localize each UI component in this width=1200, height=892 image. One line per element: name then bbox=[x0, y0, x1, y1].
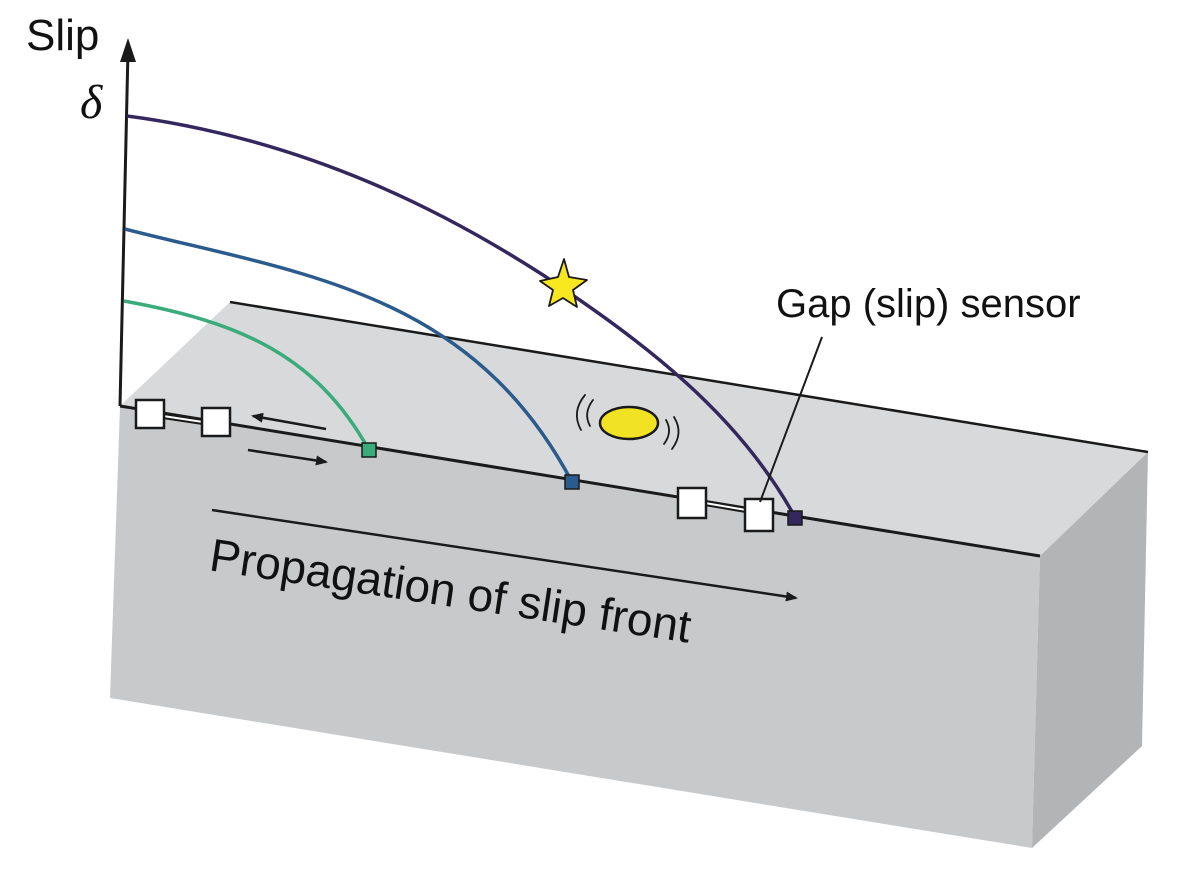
slip-curve-early bbox=[123, 299, 371, 451]
square-sensor-icon bbox=[134, 398, 166, 430]
axis-title: Slip bbox=[26, 11, 99, 60]
slip-axis bbox=[118, 49, 130, 407]
propagation-arrow bbox=[211, 508, 798, 602]
square-sensor-icon bbox=[743, 497, 775, 533]
sensor-callout-line bbox=[759, 336, 823, 503]
sensor-pair-left bbox=[134, 398, 232, 438]
square-sensor-icon bbox=[676, 486, 708, 520]
slip-front-marker-early bbox=[361, 442, 377, 458]
slip-front-marker-late bbox=[787, 510, 803, 526]
star-icon bbox=[539, 258, 588, 308]
block-front-face bbox=[110, 406, 1040, 848]
sensor-pair-right bbox=[676, 486, 775, 533]
shear-arrow-lower bbox=[247, 448, 328, 466]
slip-axis-arrowhead bbox=[120, 38, 136, 62]
slip-curve-mid bbox=[124, 227, 574, 483]
vibration-waves-icon bbox=[575, 394, 680, 450]
axis-symbol: δ bbox=[80, 76, 103, 129]
slip-front-marker-mid bbox=[564, 474, 580, 490]
block-top-back-edge bbox=[229, 300, 1149, 454]
block-side-face bbox=[1032, 452, 1148, 848]
slip-curve-late bbox=[126, 114, 797, 518]
fault-interface-line bbox=[119, 404, 1041, 558]
square-sensor-icon bbox=[200, 406, 232, 438]
shear-arrow-upper bbox=[251, 412, 327, 431]
vibration-source-ellipse bbox=[598, 405, 660, 441]
sensor-label: Gap (slip) sensor bbox=[776, 282, 1081, 326]
